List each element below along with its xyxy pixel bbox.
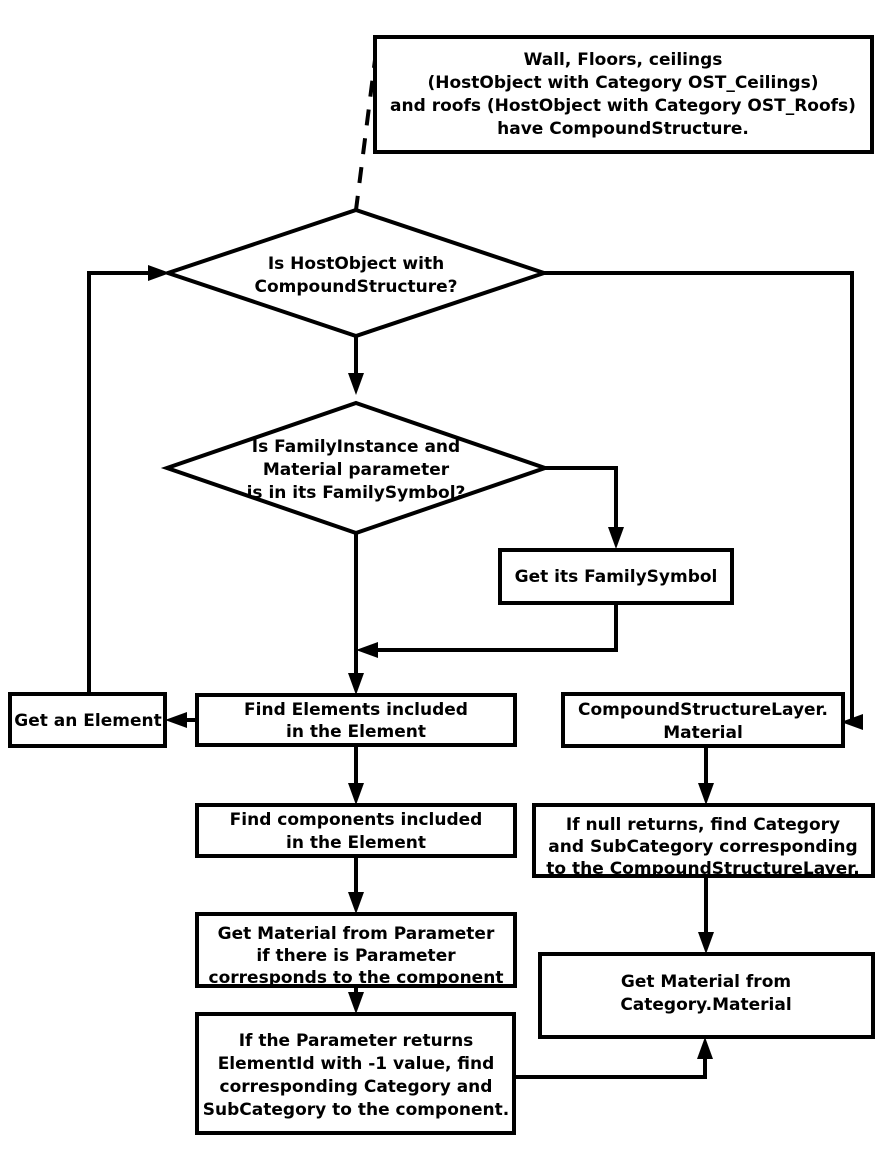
get-material-from-parameter-line-3: corresponds to the component [209,968,504,988]
node-get-material-from-parameter[interactable]: Get Material from Parameter if there is … [195,912,517,988]
decision-hostobject-line-2: CompoundStructure? [254,277,457,297]
decision-familyinstance-line-1: Is FamilyInstance and [252,437,460,457]
if-null-returns-line-1: If null returns, find Category [566,815,840,835]
node-get-an-element[interactable]: Get an Element [8,692,167,748]
edge-if-null-returns-to-get-material-from-category [698,876,714,954]
edge-find-components-to-get-material-from-parameter [348,856,364,914]
edge-if-parameter-returns-to-get-material-from-category [514,1037,713,1079]
edge-find-elements-to-find-components [348,745,364,805]
note-line-1: Wall, Floors, ceilings [524,50,723,70]
find-components-line-1: Find components included [230,810,483,830]
decision-is-familyinstance-and-material-parameter[interactable]: Is FamilyInstance and Material parameter… [160,400,552,536]
find-elements-line-1: Find Elements included [244,700,468,720]
node-get-its-familysymbol[interactable]: Get its FamilySymbol [498,548,734,605]
decision-familyinstance-line-2: Material parameter [263,460,450,480]
get-material-from-category-line-2: Category.Material [620,995,791,1015]
decision-familyinstance-line-3: is in its FamilySymbol? [247,483,466,503]
node-find-elements-included[interactable]: Find Elements included in the Element [195,693,517,747]
decision-hostobject-line-1: Is HostObject with [268,254,444,274]
edge-decision-familyinstance-to-get-familysymbol [545,466,624,549]
get-an-element-line-1: Get an Element [14,711,161,731]
note-line-3: and roofs (HostObject with Category OST_… [390,96,856,116]
if-null-returns-line-2: and SubCategory corresponding [548,837,857,857]
node-if-parameter-returns-elementid[interactable]: If the Parameter returns ElementId with … [195,1012,516,1135]
edge-get-an-element-to-decision-hostobject [87,265,170,694]
get-familysymbol-line-1: Get its FamilySymbol [515,567,718,587]
edge-decision-hostobject-to-decision-familyinstance [348,336,364,395]
node-find-components-included[interactable]: Find components included in the Element [195,803,517,858]
edge-get-familysymbol-to-trunk [356,603,618,658]
note-line-4: have CompoundStructure. [497,119,749,139]
if-null-returns-line-3: to the CompoundStructureLayer. [546,859,859,879]
node-if-null-returns[interactable]: If null returns, find Category and SubCa… [532,803,875,879]
edge-find-elements-to-get-an-element [165,712,197,728]
node-get-material-from-category[interactable]: Get Material from Category.Material [538,952,875,1039]
edge-get-material-from-parameter-to-if-parameter-returns [348,986,364,1014]
if-parameter-returns-line-1: If the Parameter returns [239,1031,474,1051]
get-material-from-category-line-1: Get Material from [621,972,791,992]
edge-decision-familyinstance-to-find-elements [348,533,364,695]
if-parameter-returns-line-4: SubCategory to the component. [203,1100,509,1120]
if-parameter-returns-line-3: corresponding Category and [220,1077,493,1097]
get-material-from-parameter-line-1: Get Material from Parameter [218,924,495,944]
if-parameter-returns-line-2: ElementId with -1 value, find [218,1054,495,1074]
node-compoundstructurelayer-material[interactable]: CompoundStructureLayer. Material [561,692,845,748]
compoundstructurelayer-line-1: CompoundStructureLayer. [578,700,828,720]
edge-decision-hostobject-to-compoundstructurelayer [544,271,863,730]
find-components-line-2: in the Element [286,833,426,853]
get-material-from-parameter-line-2: if there is Parameter [256,946,456,966]
edge-compoundstructurelayer-to-if-null-returns [698,746,714,805]
find-elements-line-2: in the Element [286,722,426,742]
compoundstructurelayer-line-2: Material [663,723,743,743]
decision-is-hostobject-with-compoundstructure[interactable]: Is HostObject with CompoundStructure? [161,207,551,339]
note-hostobject-compoundstructure: Wall, Floors, ceilings (HostObject with … [373,35,874,154]
note-line-2: (HostObject with Category OST_Ceilings) [428,73,819,93]
